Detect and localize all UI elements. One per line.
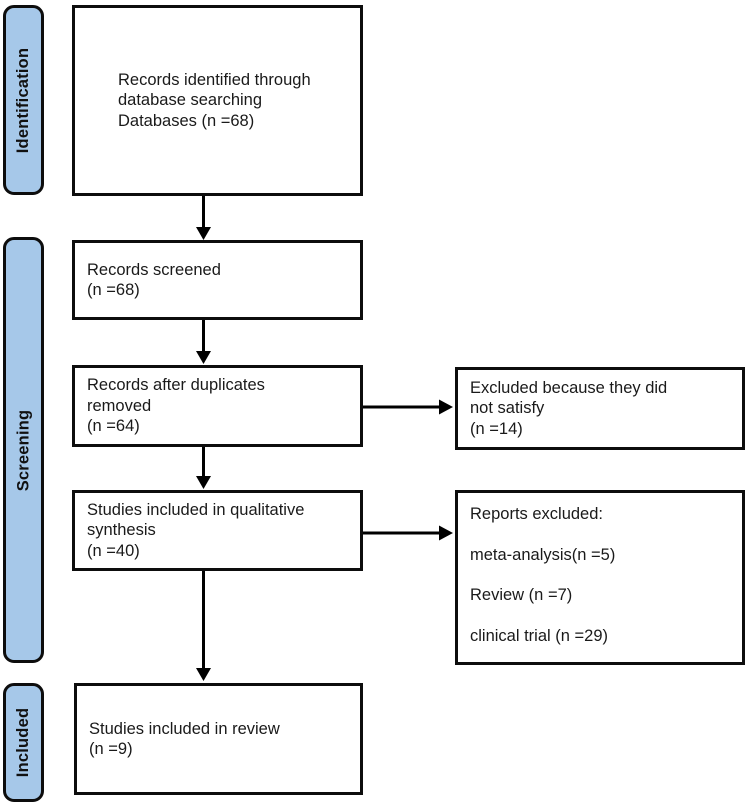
stage-screening: Screening <box>3 237 44 663</box>
box-records-screened-line: Records screened <box>87 260 221 279</box>
box-excluded-not-satisfy: Excluded because they did not satisfy (n… <box>455 367 745 450</box>
box-included-review-line: (n =9) <box>89 740 133 758</box>
box-reports-excluded: Reports excluded: meta-analysis(n =5) Re… <box>455 490 745 665</box>
box-records-identified-line: database searching <box>118 91 263 110</box>
box-duplicates-removed-line: (n =64) <box>87 417 140 436</box>
box-excluded-not-satisfy-line: not satisfy <box>470 399 545 418</box>
box-records-identified-line: Databases (n =68) <box>118 111 255 130</box>
box-reports-excluded-line: Reports excluded: <box>470 505 603 523</box>
box-records-screened-line: (n =68) <box>87 281 140 299</box>
box-excluded-not-satisfy-line: (n =14) <box>470 419 523 438</box>
arrow-identified-to-screened <box>196 196 211 240</box>
stage-identification-label: Identification <box>14 47 32 153</box>
stage-included: Included <box>3 683 44 802</box>
box-included-review-line: Studies included in review <box>89 719 280 738</box>
box-duplicates-removed-line: Records after duplicates <box>87 376 265 395</box>
box-reports-excluded-line: meta-analysis(n =5) <box>470 545 616 564</box>
box-duplicates-removed-line: removed <box>87 396 152 415</box>
arrow-screened-to-duplicates <box>196 320 211 364</box>
box-qualitative-synthesis-line: synthesis <box>87 521 156 540</box>
arrow-duplicates-to-excluded <box>363 399 453 415</box>
box-records-identified-line: Records identified through <box>118 70 311 89</box>
box-included-review: Studies included in review (n =9) <box>74 683 363 795</box>
box-reports-excluded-line: Review (n =7) <box>470 586 573 604</box>
box-excluded-not-satisfy-line: Excluded because they did <box>470 378 668 397</box>
arrow-synthesis-to-review <box>196 571 211 681</box>
stage-included-label: Included <box>14 707 32 778</box>
arrow-synthesis-to-reports-excluded <box>363 525 453 541</box>
box-records-screened: Records screened (n =68) <box>72 240 363 320</box>
stage-identification: Identification <box>3 5 44 195</box>
stage-screening-label: Screening <box>14 409 33 491</box>
box-records-identified: Records identified through database sear… <box>72 5 363 196</box>
box-qualitative-synthesis: Studies included in qualitative synthesi… <box>72 490 363 571</box>
box-duplicates-removed: Records after duplicates removed (n =64) <box>72 365 363 447</box>
box-qualitative-synthesis-line: Studies included in qualitative <box>87 500 305 519</box>
box-reports-excluded-line: clinical trial (n =29) <box>470 626 609 645</box>
arrow-duplicates-to-synthesis <box>196 447 211 489</box>
box-qualitative-synthesis-line: (n =40) <box>87 541 140 560</box>
